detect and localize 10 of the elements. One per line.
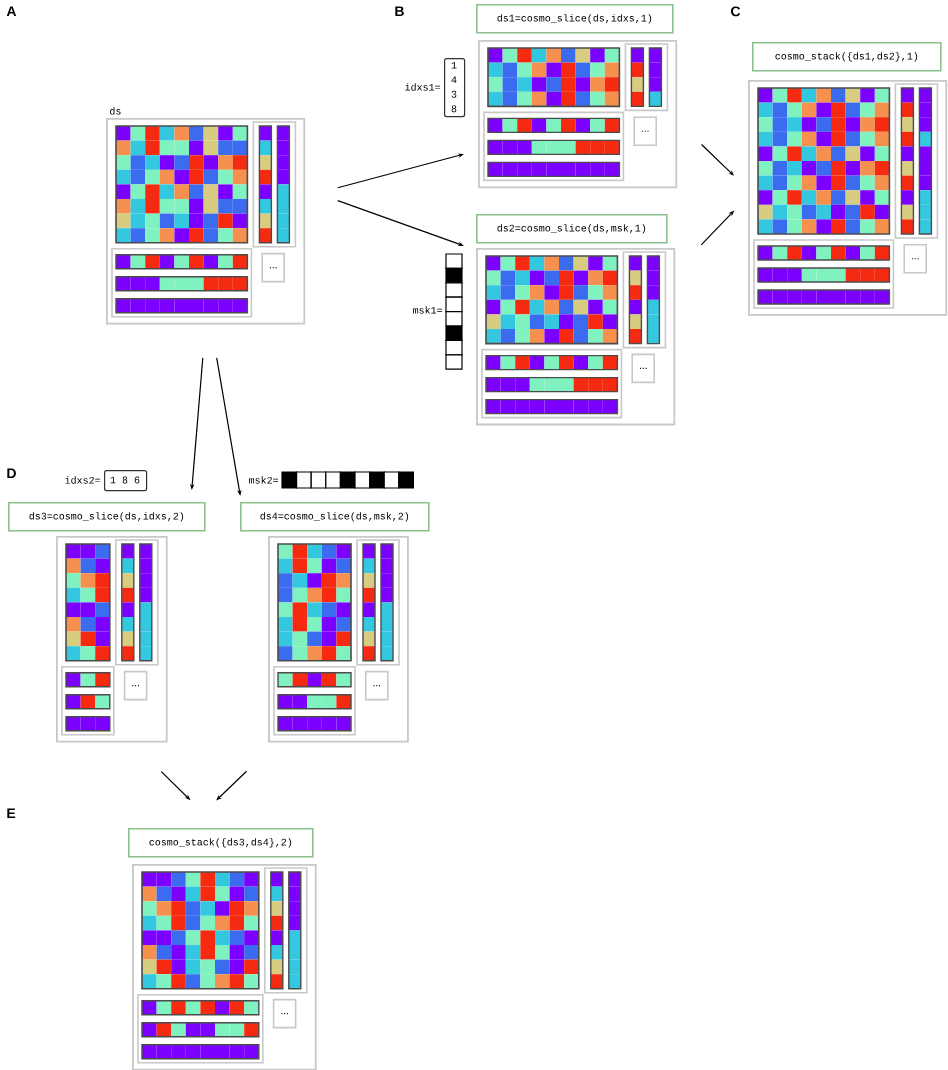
dataset-panel — [56, 536, 168, 743]
arrow — [216, 357, 242, 496]
arrow — [337, 200, 464, 246]
arrow — [337, 153, 464, 189]
dataset-panel — [478, 40, 678, 189]
dataset-panel — [748, 80, 948, 316]
dataset-panel — [476, 248, 676, 426]
dataset-panel — [268, 536, 409, 743]
arrow — [216, 770, 248, 801]
dataset-panel — [132, 864, 317, 1070]
